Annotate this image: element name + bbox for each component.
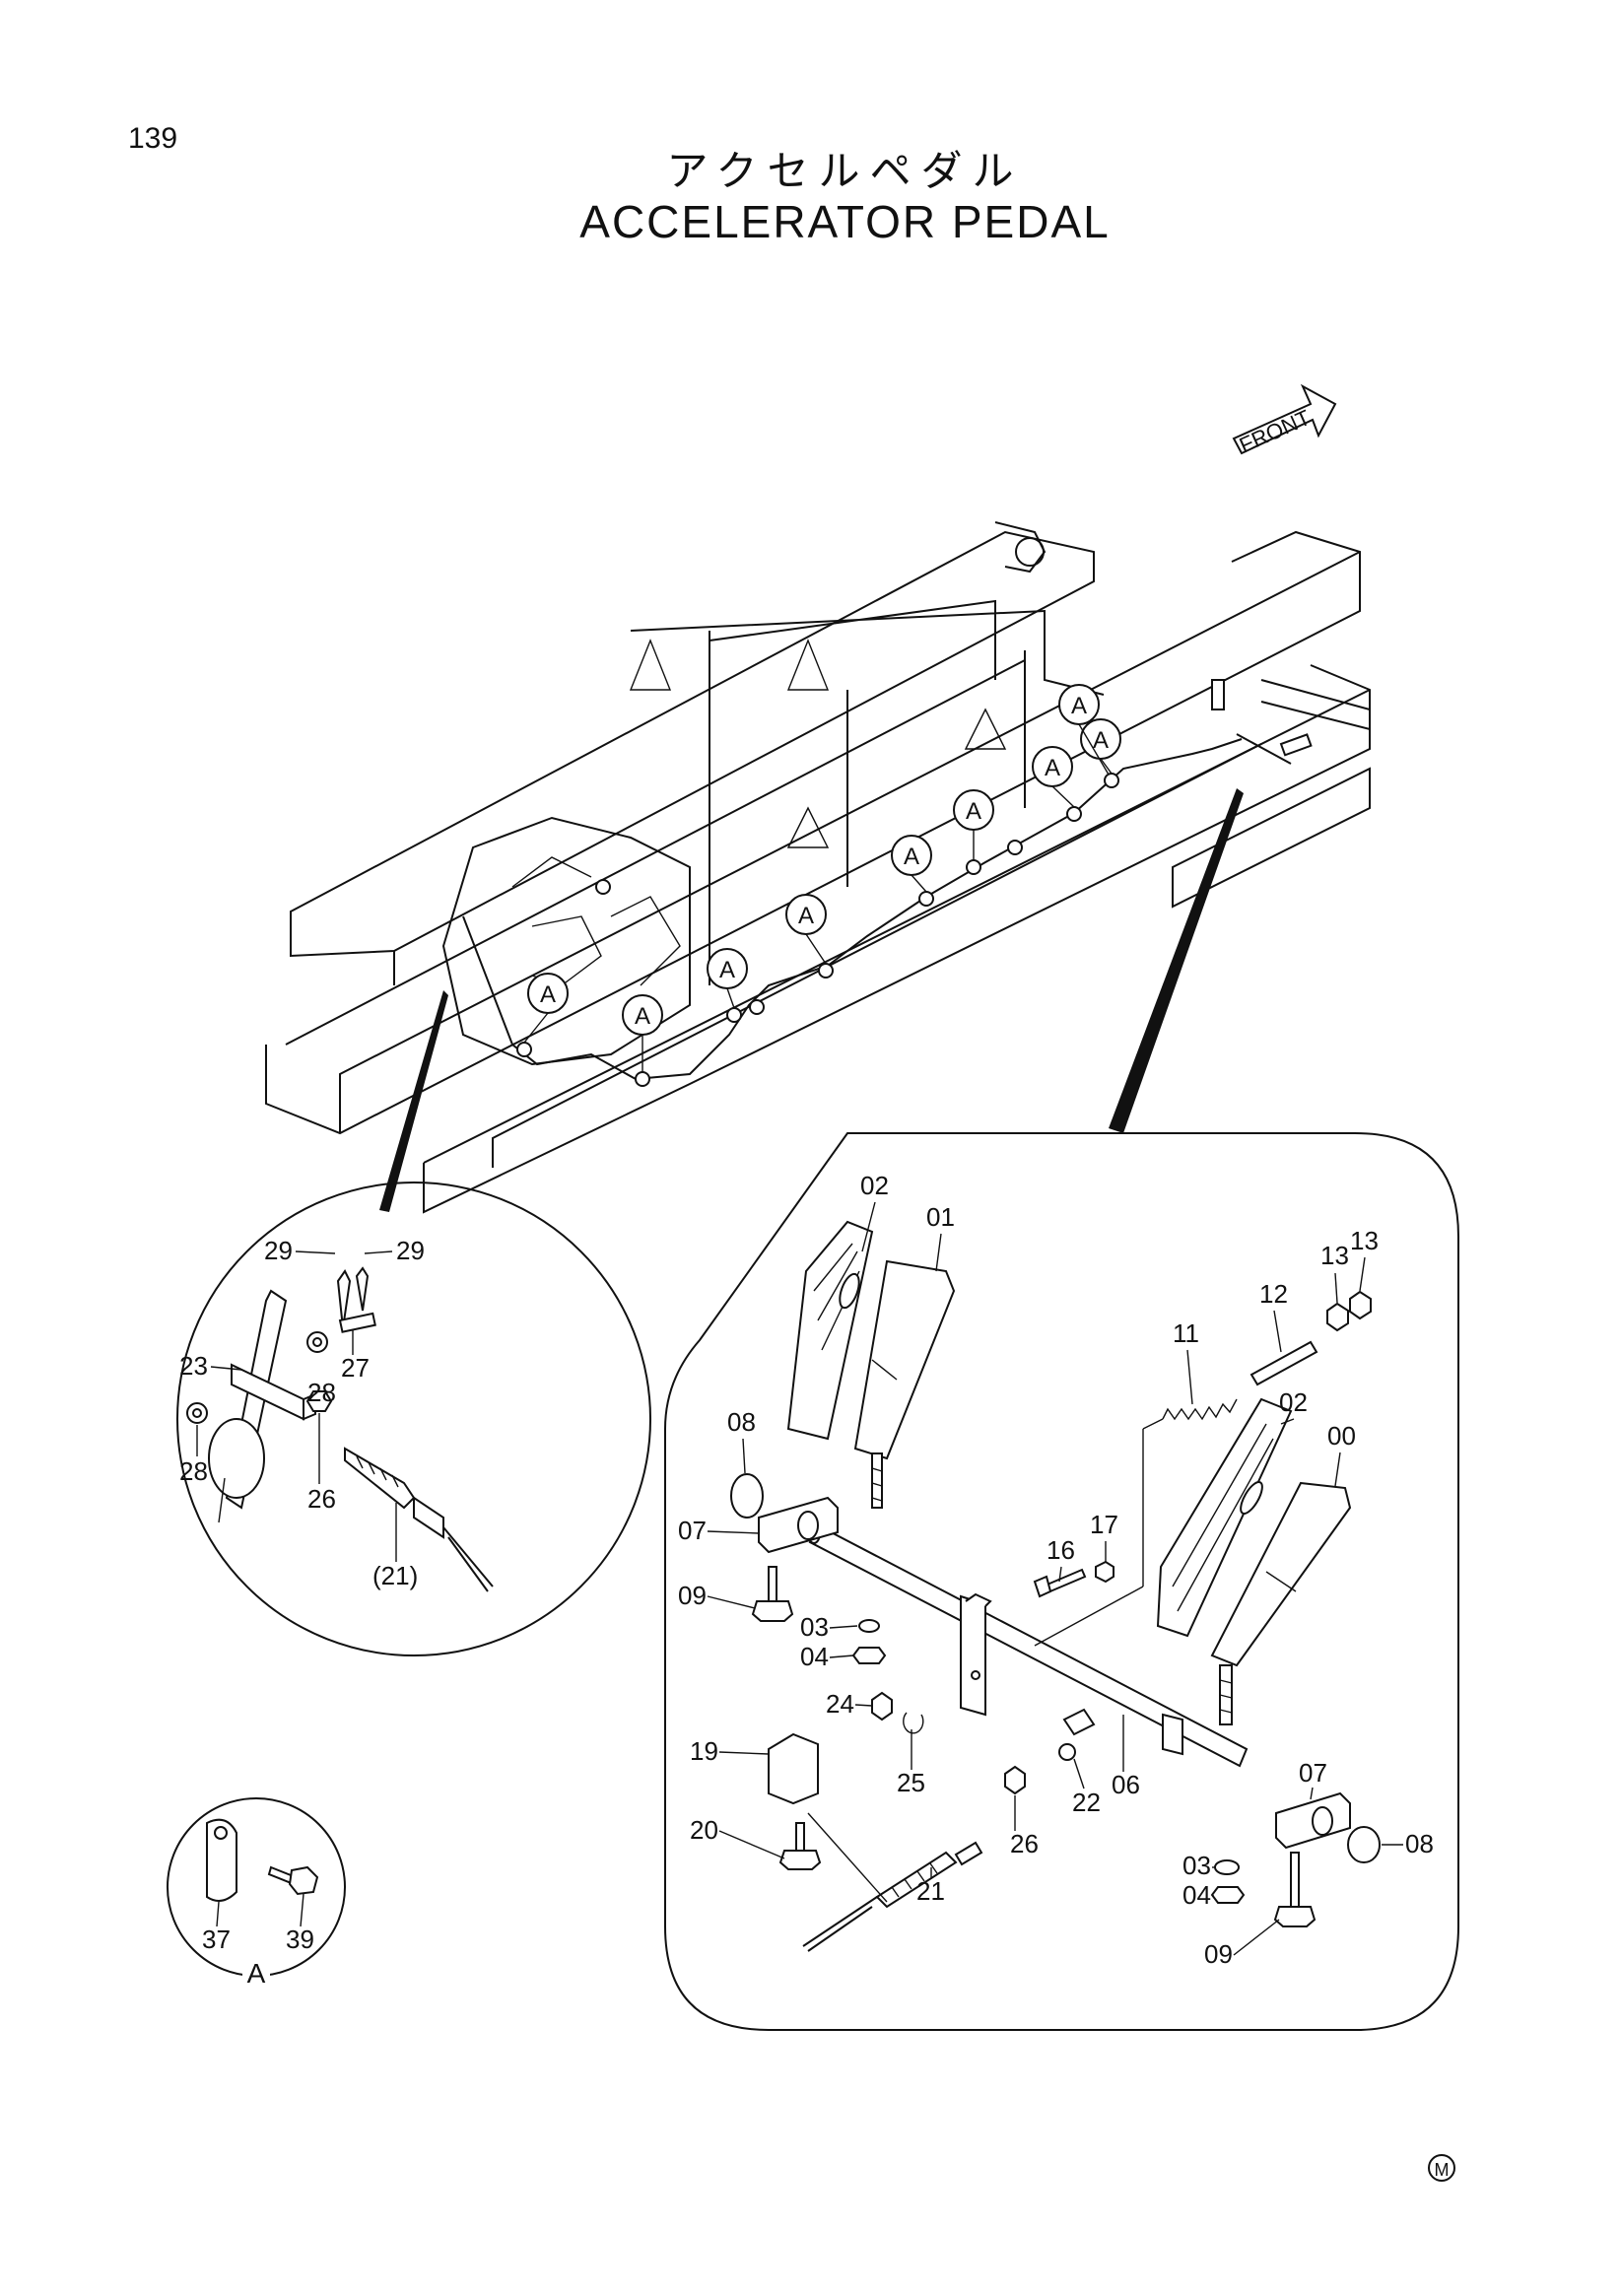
part-label: 12 xyxy=(1259,1279,1288,1309)
callout-a-label: A xyxy=(540,981,556,1008)
callout-a-label: A xyxy=(798,903,814,929)
left-detail-circle xyxy=(176,1182,651,1656)
callout-a-label: A xyxy=(904,844,919,870)
part-label: 08 xyxy=(1405,1829,1434,1858)
magnify-leaders xyxy=(379,788,1244,1212)
part-label: 23 xyxy=(179,1351,208,1381)
part-label: 17 xyxy=(1090,1510,1118,1539)
part-label: 11 xyxy=(1173,1318,1199,1348)
part-label: 03 xyxy=(1182,1851,1211,1880)
left-detail-labels: 29 29 23 27 28 28 26 (21) xyxy=(179,1236,425,1590)
title-english: ACCELERATOR PEDAL xyxy=(579,196,1111,247)
part-label: 04 xyxy=(1182,1880,1211,1910)
part-label: 28 xyxy=(179,1456,208,1486)
part-label: 09 xyxy=(678,1581,707,1610)
corner-mark-icon: M xyxy=(1428,2154,1455,2182)
part-label: 02 xyxy=(860,1171,889,1200)
front-arrow-icon: FRONT xyxy=(1232,383,1337,458)
part-label: 25 xyxy=(897,1768,925,1797)
part-label: 37 xyxy=(202,1925,231,1954)
cable-clip-icon xyxy=(516,773,1119,1087)
front-arrow-label: FRONT xyxy=(1236,405,1314,458)
part-label: 09 xyxy=(1204,1939,1233,1969)
part-label: 29 xyxy=(396,1236,425,1265)
main-detail-panel xyxy=(664,1132,1459,2031)
part-label: 24 xyxy=(826,1689,854,1719)
chassis-frame xyxy=(265,521,1371,1214)
callout-a-label: A xyxy=(1045,755,1060,781)
part-label: 06 xyxy=(1112,1770,1140,1799)
part-label: 28 xyxy=(307,1378,336,1407)
main-detail-labels: 02 01 13 13 12 11 02 00 08 17 07 16 09 xyxy=(678,1171,1434,1969)
detail-a-circle: 37 39 A xyxy=(167,1797,346,1989)
part-label: 04 xyxy=(800,1642,829,1671)
page-number: 139 xyxy=(128,122,178,155)
detail-a-caption: A xyxy=(247,1958,266,1989)
part-label: 03 xyxy=(800,1612,829,1642)
part-label: 29 xyxy=(264,1236,293,1265)
part-label: 13 xyxy=(1350,1226,1379,1255)
part-label: 07 xyxy=(1299,1758,1327,1788)
corner-mark-label: M xyxy=(1435,2160,1450,2180)
title-japanese: アクセルペダル xyxy=(666,147,1024,195)
callout-a-label: A xyxy=(719,957,735,983)
part-label: 16 xyxy=(1047,1535,1075,1565)
part-label: (21) xyxy=(372,1561,418,1590)
part-label: 07 xyxy=(678,1516,707,1545)
callout-a-label: A xyxy=(1071,693,1087,719)
part-label: 19 xyxy=(690,1736,718,1766)
callout-a-label: A xyxy=(635,1003,650,1030)
callout-a-label: A xyxy=(1093,727,1109,754)
part-label: 26 xyxy=(1010,1829,1039,1858)
part-label: 20 xyxy=(690,1815,718,1845)
callout-a-label: A xyxy=(966,798,981,825)
throttle-cable-route: A A A A A A A A A xyxy=(462,684,1243,1087)
part-label: 00 xyxy=(1327,1421,1356,1451)
detail-callout-a: A A A A A A A A A xyxy=(523,684,1121,1072)
part-label: 02 xyxy=(1279,1387,1308,1417)
part-label: 39 xyxy=(286,1925,314,1954)
part-label: 26 xyxy=(307,1484,336,1514)
part-label: 21 xyxy=(916,1876,945,1906)
part-label: 22 xyxy=(1072,1788,1101,1817)
part-label: 08 xyxy=(727,1407,756,1437)
part-label: 01 xyxy=(926,1202,955,1232)
part-label: 27 xyxy=(341,1353,370,1383)
part-label: 13 xyxy=(1320,1241,1349,1270)
